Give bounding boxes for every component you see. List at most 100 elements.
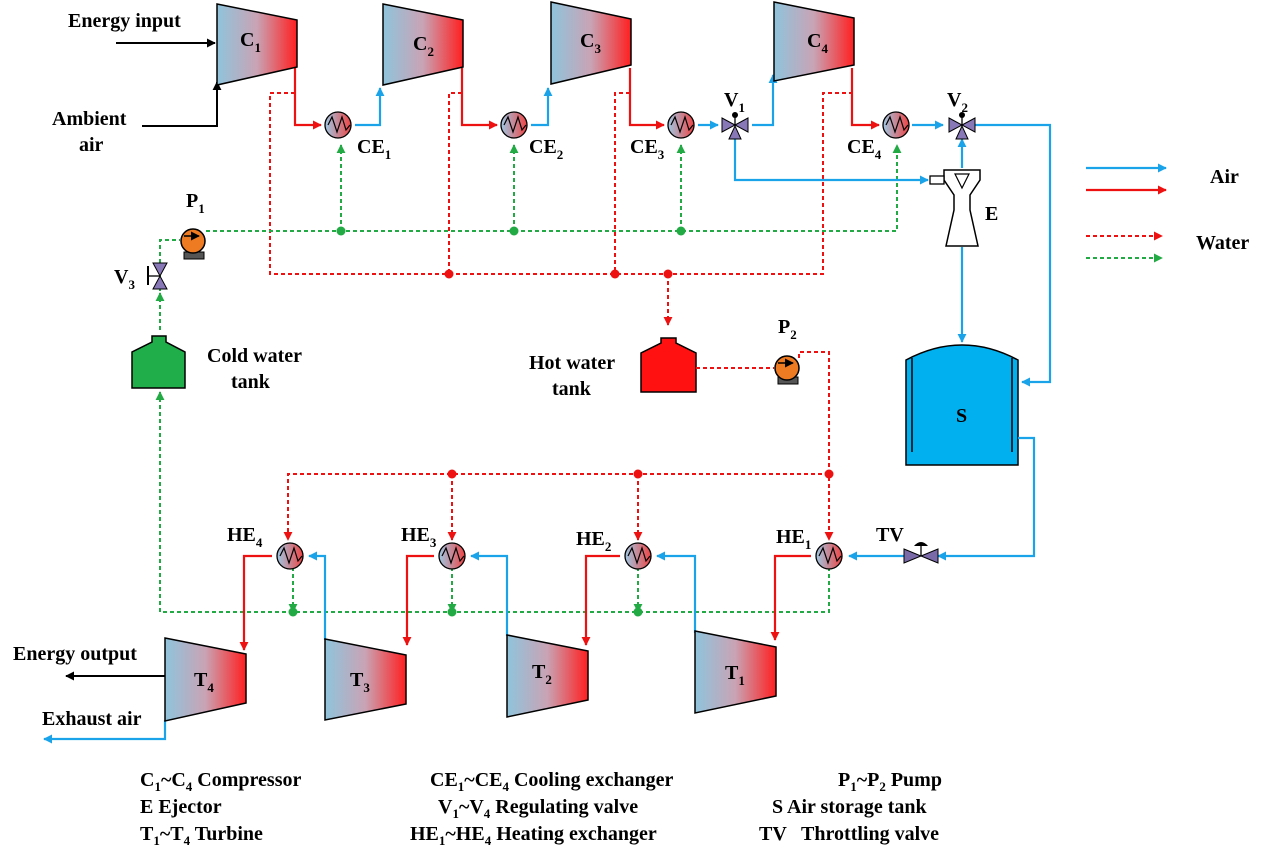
- turbine-t4: T4: [164, 637, 247, 722]
- hot-water-supply-lines: [283, 351, 834, 541]
- t3-label: T: [350, 669, 364, 691]
- key-row-turbine: T1~T4 Turbine: [140, 823, 263, 848]
- compressor-c3-label: C: [580, 30, 594, 52]
- ambient-air-arrow: [142, 81, 222, 127]
- v3-label: V: [114, 266, 129, 288]
- ce4-label: CE: [847, 136, 875, 158]
- legend: Air Water: [1086, 163, 1249, 263]
- svg-text:C3: C3: [580, 30, 601, 56]
- svg-text:V1: V1: [724, 89, 745, 115]
- ejector-label: E: [985, 203, 998, 225]
- p2-sub: 2: [790, 327, 797, 342]
- compressor-c1-sub: 1: [254, 40, 261, 55]
- storage-tank-label: S: [956, 405, 967, 427]
- cooling-exchanger-ce3: CE3: [630, 111, 695, 162]
- cold-water-tank: Cold water tank: [131, 335, 302, 393]
- heating-exchanger-he1: HE1: [776, 526, 843, 570]
- compressor-c4-label: C: [807, 30, 821, 52]
- hot-tank-label-1: Hot water: [529, 352, 615, 374]
- svg-text:HE3: HE3: [401, 524, 437, 550]
- nomenclature-key: C1~C4 Compressor E Ejector T1~T4 Turbine…: [140, 769, 942, 848]
- key-row-throttling-valve: TV Throttling valve: [759, 823, 939, 845]
- ce2-label: CE: [529, 136, 557, 158]
- ambient-air-label-1: Ambient: [52, 108, 127, 130]
- svg-text:C4: C4: [807, 30, 828, 56]
- hot-water-tank: Hot water tank: [529, 337, 697, 400]
- cold-water-return-lines: [155, 391, 830, 617]
- t1-sub: 1: [738, 673, 745, 688]
- heating-exchanger-he4: HE4: [227, 524, 304, 570]
- key-row-cooling-exchanger: CE1~CE4 Cooling exchanger: [430, 769, 674, 794]
- v1-label: V: [724, 89, 739, 111]
- ce1-label: CE: [357, 136, 385, 158]
- compressor-c2-label: C: [413, 33, 427, 55]
- key-row-heating-exchanger: HE1~HE4 Heating exchanger: [410, 823, 657, 848]
- t2-sub: 2: [545, 672, 552, 687]
- he2-sub: 2: [605, 539, 612, 554]
- p1-label: P: [186, 190, 198, 212]
- p1-sub: 1: [198, 201, 205, 216]
- svg-text:HE1: HE1: [776, 526, 811, 552]
- heating-exchanger-he3: HE3: [401, 524, 466, 570]
- he1-label: HE: [776, 526, 805, 548]
- hot-water-collection-lines: [269, 92, 852, 326]
- t4-label: T: [194, 669, 208, 691]
- cold-water-supply-lines: [155, 144, 902, 330]
- svg-text:C2: C2: [413, 33, 434, 59]
- t2-label: T: [532, 661, 546, 683]
- v2-label: V: [947, 89, 962, 111]
- valve-v3: V3: [114, 262, 168, 292]
- ce1-sub: 1: [385, 147, 392, 162]
- expansion-air-lines: [43, 436, 1036, 744]
- turbine-t1: T1: [694, 630, 777, 714]
- key-row-ejector: E Ejector: [140, 796, 222, 818]
- svg-text:CE2: CE2: [529, 136, 563, 162]
- ce3-label: CE: [630, 136, 658, 158]
- cooling-exchanger-ce4: CE4: [847, 111, 910, 162]
- valve-v1: V1: [721, 89, 749, 140]
- svg-text:CE4: CE4: [847, 136, 882, 162]
- svg-text:T3: T3: [350, 669, 370, 695]
- svg-text:V3: V3: [114, 266, 135, 292]
- compressor-c4: C4: [773, 1, 855, 82]
- v3-sub: 3: [128, 277, 135, 292]
- air-storage-tank: S: [905, 344, 1019, 466]
- energy-input-label: Energy input: [68, 10, 181, 32]
- svg-text:T1: T1: [725, 662, 745, 688]
- energy-output-label: Energy output: [13, 643, 137, 665]
- valve-v2: V2: [947, 89, 976, 140]
- he4-sub: 4: [256, 535, 263, 550]
- throttling-valve-tv: TV: [876, 524, 939, 564]
- he3-sub: 3: [430, 535, 437, 550]
- cooling-exchanger-ce1: CE1: [324, 111, 392, 162]
- ejector: E: [929, 169, 998, 247]
- ce2-sub: 2: [557, 147, 564, 162]
- key-row-air-storage-tank: S Air storage tank: [772, 796, 928, 818]
- exhaust-air-label: Exhaust air: [42, 708, 142, 730]
- t1-label: T: [725, 662, 739, 684]
- key-row-regulating-valve: V1~V4 Regulating valve: [438, 796, 638, 821]
- key-row-pump: P1~P2 Pump: [838, 769, 942, 794]
- v1-sub: 1: [738, 100, 745, 115]
- svg-text:T4: T4: [194, 669, 214, 695]
- he1-sub: 1: [805, 537, 812, 552]
- cold-tank-label-2: tank: [231, 371, 271, 393]
- compressor-c1-label: C: [240, 29, 254, 51]
- legend-air-label: Air: [1210, 166, 1239, 188]
- compression-air-lines: [293, 68, 1052, 387]
- svg-text:HE4: HE4: [227, 524, 263, 550]
- svg-text:V2: V2: [947, 89, 968, 115]
- pump-p2: P2: [774, 316, 800, 385]
- compressor-c1: C1: [216, 3, 298, 86]
- svg-text:C1: C1: [240, 29, 261, 55]
- compressor-c4-sub: 4: [821, 41, 828, 56]
- compressor-c3-sub: 3: [594, 41, 601, 56]
- pump-p1: P1: [180, 190, 206, 260]
- svg-text:P1: P1: [186, 190, 205, 216]
- tv-label: TV: [876, 524, 904, 546]
- ce4-sub: 4: [875, 147, 882, 162]
- v2-sub: 2: [961, 100, 968, 115]
- t4-sub: 4: [207, 680, 214, 695]
- turbine-t3: T3: [324, 638, 407, 721]
